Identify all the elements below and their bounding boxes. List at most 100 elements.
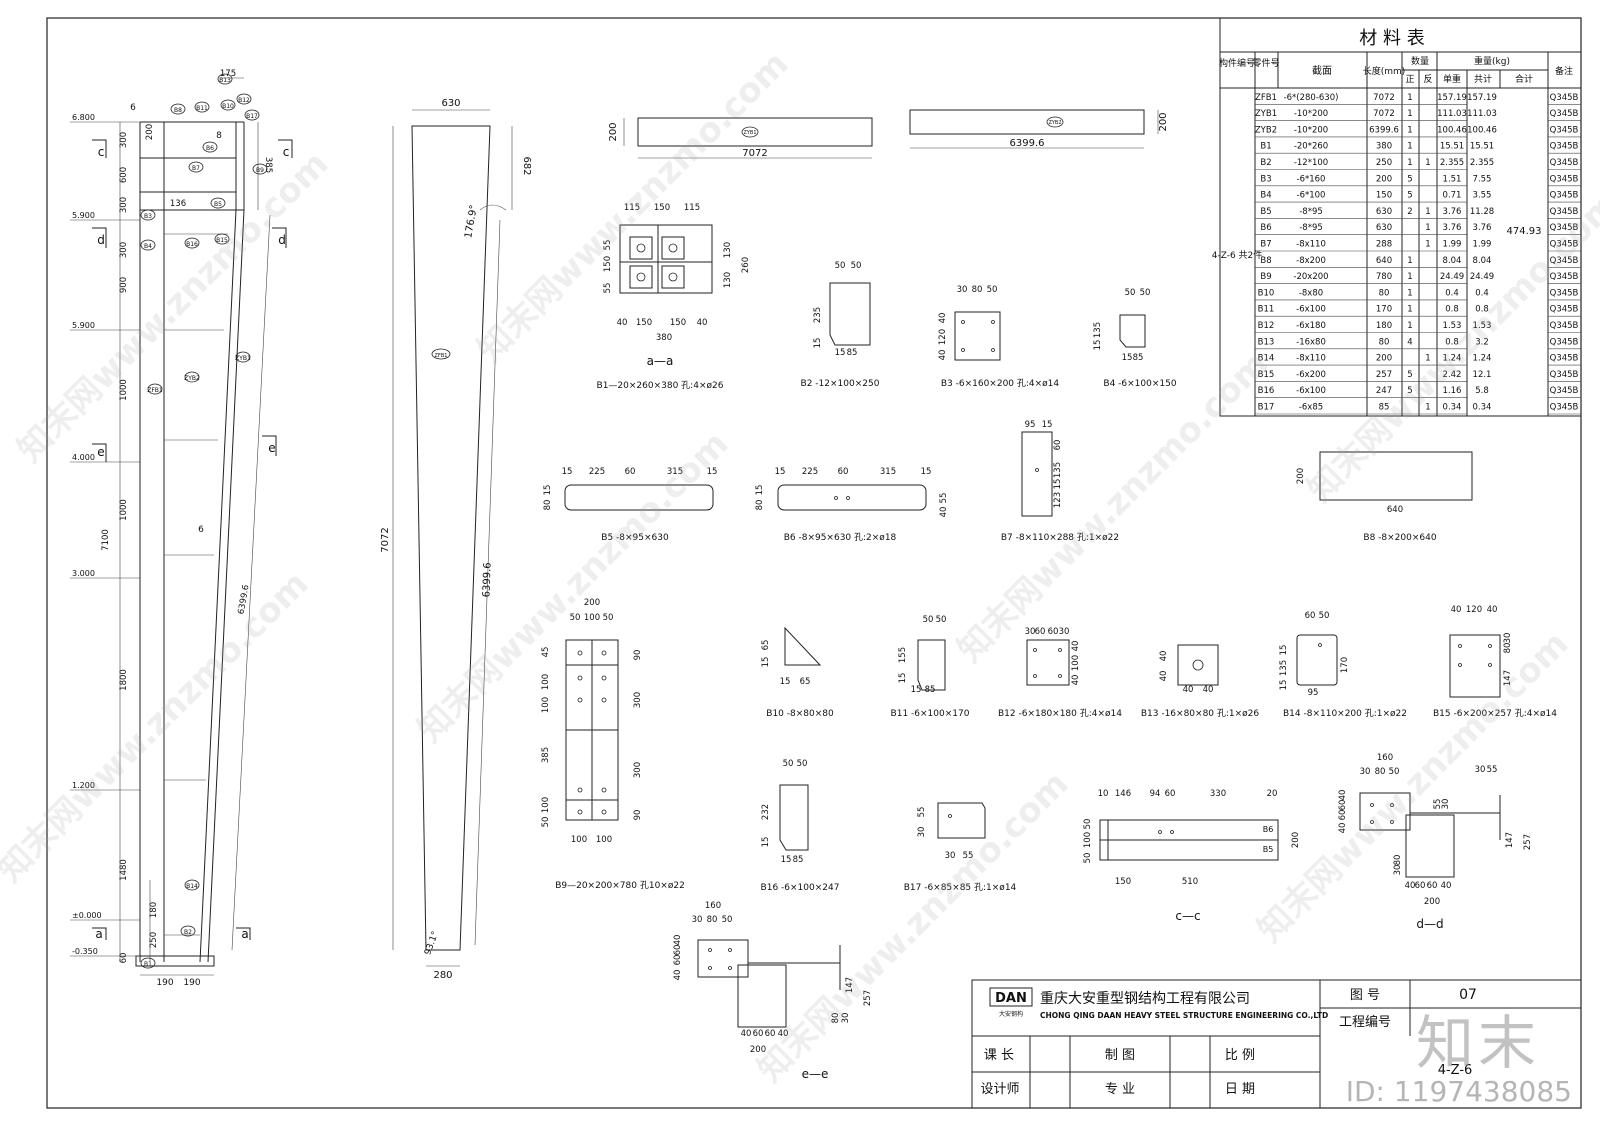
detail-dim-e-e: 60 [753, 1029, 764, 1039]
table-cell-qty: 5 [1407, 174, 1412, 184]
table-cell-rev: 1 [1425, 354, 1430, 364]
table-cell-material: Q345B [1550, 109, 1579, 119]
detail-dim-c-c: 50 [1083, 819, 1093, 830]
header-qty-positive: 正 [1405, 75, 1414, 85]
table-cell-unit-weight: 1.16 [1443, 386, 1462, 396]
detail-dim-e-e: 257 [863, 990, 873, 1006]
flange-length: 7072 [380, 527, 391, 552]
level-label: 5.900 [72, 321, 95, 330]
detail-dim-b14: 50 [1319, 611, 1330, 621]
table-cell-part: B12 [1258, 321, 1275, 331]
detail-title-a-a: a—a [647, 354, 674, 368]
table-cell-unit-weight: 0.8 [1445, 337, 1459, 347]
table-cell-total-weight: 8.04 [1473, 256, 1492, 266]
table-cell-material: Q345B [1550, 272, 1579, 282]
header-qty-reverse: 反 [1423, 74, 1432, 85]
detail-dim-a-a: 150 [654, 203, 670, 213]
detail-dim-b9: 300 [633, 762, 643, 778]
detail-dim-b9: 100 [571, 835, 587, 845]
table-cell-qty: 1 [1407, 305, 1412, 315]
table-cell-qty: 2 [1407, 207, 1412, 217]
flange-top-width: 630 [441, 98, 460, 109]
detail-dim-b9: 90 [633, 650, 643, 661]
table-cell-length: 257 [1376, 370, 1392, 380]
table-cell-part: B6 [1260, 223, 1271, 233]
table-cell-length: 247 [1376, 386, 1392, 396]
detail-dim-e-e: 30 [692, 915, 703, 925]
company-name-en: CHONG QING DAAN HEAVY STEEL STRUCTURE EN… [1040, 1011, 1328, 1020]
detail-dim-b5: 15 [562, 467, 573, 477]
table-cell-material: Q345B [1550, 288, 1579, 298]
detail-dim-e-e: 147 [845, 977, 855, 993]
table-cell-length: 780 [1376, 272, 1392, 282]
table-cell-qty: 1 [1407, 321, 1412, 331]
detail-dim-b9: 100 [541, 797, 551, 813]
detail-dim-b2: 85 [847, 348, 858, 358]
detail-dim-a-a: 115 [624, 203, 640, 213]
table-cell-material: Q345B [1550, 256, 1579, 266]
detail-dim-b17: 30 [917, 827, 927, 838]
detail-dim-c-c: 510 [1182, 877, 1198, 887]
project-no: 4-Z-6 [1438, 1063, 1473, 1078]
table-cell-section: -16x80 [1296, 337, 1326, 347]
table-cell-total-weight: 0.8 [1475, 305, 1489, 315]
table-cell-length: 640 [1376, 256, 1392, 266]
detail-dim-c-c: 150 [1115, 877, 1131, 887]
detail-dim-b3: 40 [938, 313, 948, 324]
detail-dim-a-a: 55 [603, 283, 613, 294]
detail-dim-b16: 85 [793, 855, 804, 865]
part-bubble: B6 [206, 145, 214, 152]
table-cell-unit-weight: 24.49 [1440, 272, 1464, 282]
detail-b2 [829, 282, 871, 346]
detail-dim-b4: 85 [1133, 353, 1144, 363]
table-cell-total-weight: 111.03 [1467, 109, 1497, 119]
detail-caption-b15: B15 -6×200×257 孔:4×ø14 [1433, 708, 1557, 719]
detail-dim-b7: 15 [1053, 479, 1063, 490]
detail-dim-b2: 50 [851, 261, 862, 271]
table-cell-total-weight: 3.55 [1473, 191, 1492, 201]
detail-dim-d-d: 30 [1393, 865, 1403, 876]
detail-b11 [917, 639, 946, 691]
detail-dim-b15: 40 [1487, 605, 1498, 615]
detail-part-b5: B5 [1263, 845, 1274, 854]
header-length: 长度(mm) [1363, 65, 1406, 77]
detail-dim-d-d: 40 [1338, 823, 1348, 834]
table-cell-part: B2 [1260, 158, 1271, 168]
detail-caption-b6: B6 -8×95×630 孔:2×ø18 [784, 532, 897, 543]
detail-dim-e-e: 60 [673, 955, 683, 966]
detail-dim-b10: 65 [761, 640, 771, 651]
table-cell-rev: 1 [1425, 403, 1430, 413]
part-bubble: B7 [192, 165, 200, 172]
detail-caption-b3: B3 -6×160×200 孔:4×ø14 [941, 378, 1060, 389]
detail-caption-b5: B5 -8×95×630 [601, 533, 669, 543]
sheet-border [46, 17, 1582, 1109]
detail-dim-d-d: 40 [1405, 881, 1416, 891]
detail-caption-b7: B7 -8×110×288 孔:1×ø22 [1001, 532, 1119, 543]
table-cell-unit-weight: 157.19 [1437, 93, 1467, 103]
table-cell-material: Q345B [1550, 125, 1579, 135]
column-elevation: 6.8005.9005.9004.0003.0001.200±0.000-0.3… [70, 69, 293, 988]
detail-dim-b9: 90 [633, 810, 643, 821]
table-cell-section: -8*95 [1299, 207, 1323, 217]
detail-dim-b7: 135 [1053, 462, 1063, 478]
table-cell-total-weight: 5.8 [1475, 386, 1489, 396]
top-dimension: 200 [145, 124, 155, 140]
table-cell-length: 200 [1376, 354, 1392, 364]
detail-dim-e-e: 40 [673, 935, 683, 946]
table-cell-total-weight: 3.76 [1473, 223, 1492, 233]
section-mark: d [97, 233, 105, 247]
detail-dim-b6: 15 [755, 485, 765, 496]
table-cell-part: B9 [1260, 272, 1271, 282]
table-cell-total-weight: 3.2 [1475, 337, 1489, 347]
top-dimension: 175 [220, 69, 236, 79]
top-dimension: 385 [263, 157, 273, 173]
table-cell-material: Q345B [1550, 174, 1579, 184]
detail-b15 [1449, 634, 1501, 698]
table-cell-length: 630 [1376, 207, 1392, 217]
detail-dim-a-a: 260 [741, 257, 751, 273]
detail-title-c-c: c—c [1175, 909, 1200, 923]
table-cell-part: B10 [1258, 288, 1275, 298]
detail-caption-b16: B16 -6×100×247 [761, 883, 840, 893]
table-cell-material: Q345B [1550, 191, 1579, 201]
part-bubble: B12 [238, 97, 250, 104]
